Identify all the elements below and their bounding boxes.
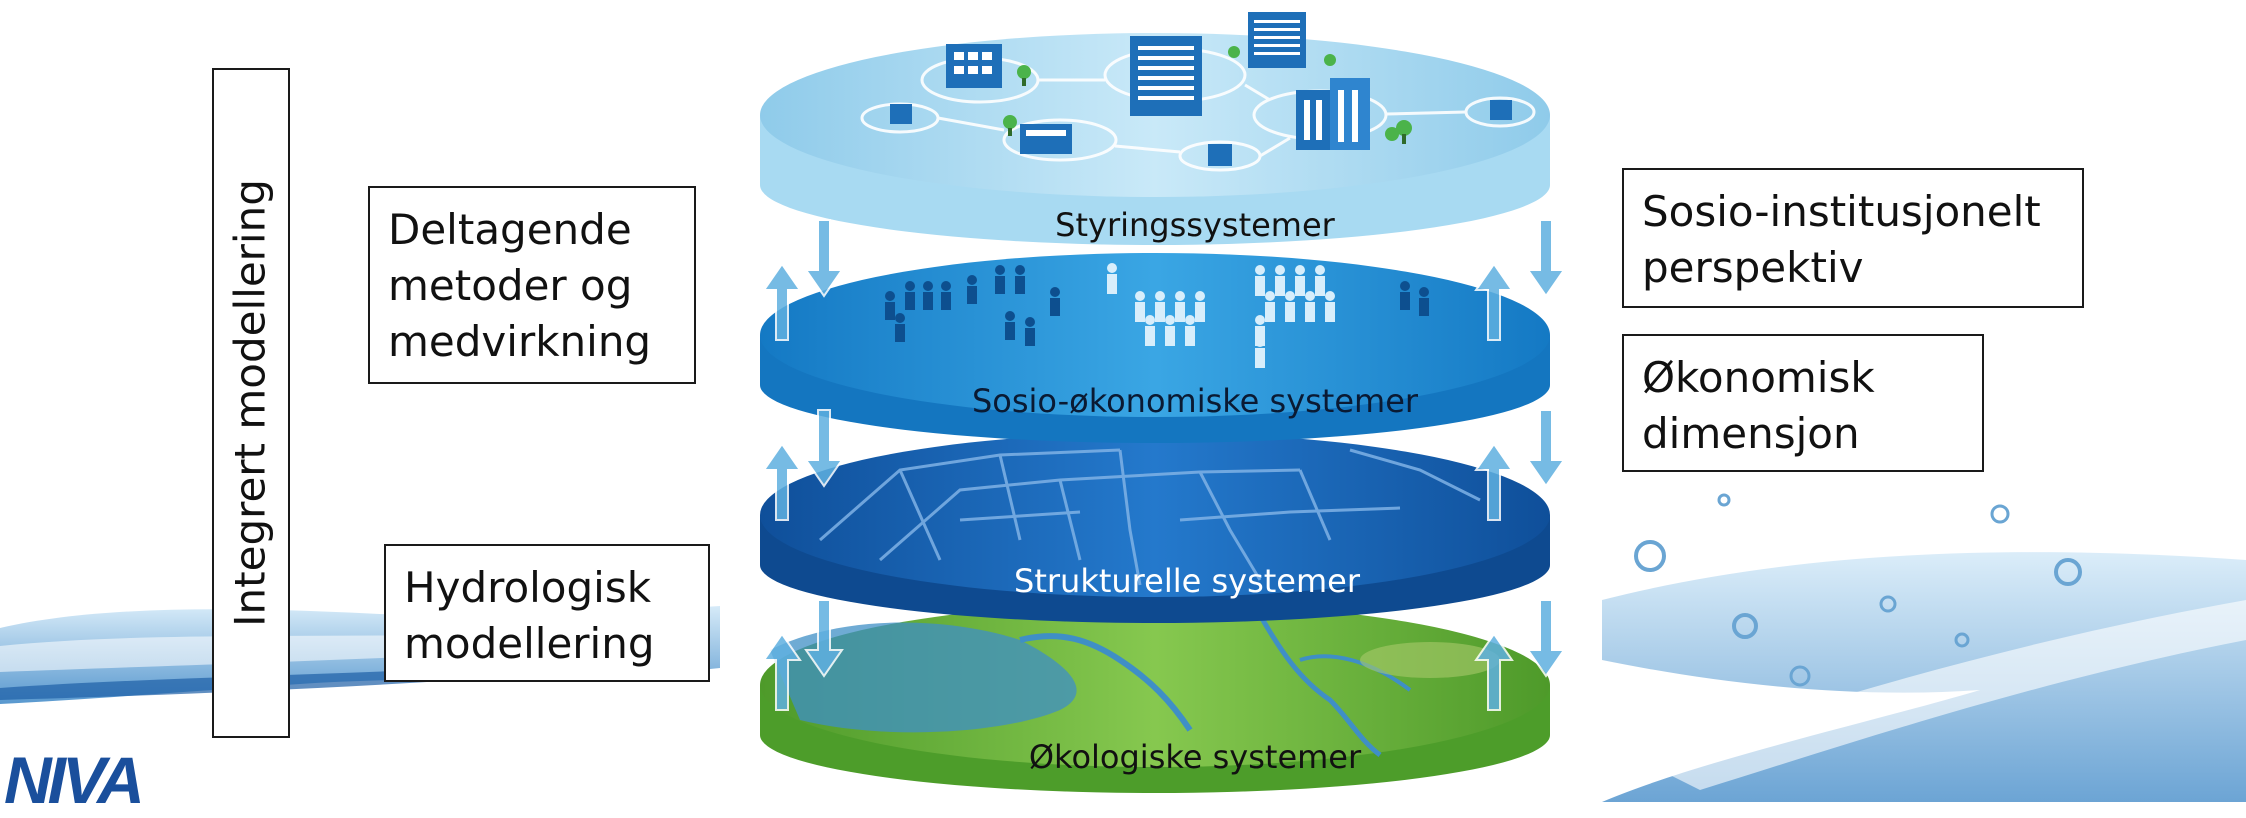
arrow-up-right-2: [1474, 442, 1514, 521]
layer-ecological: [760, 603, 1550, 793]
integrated-modelling-label: Integrert modellering: [225, 179, 275, 627]
socio-institutional-line-2: perspektiv: [1642, 243, 1864, 292]
interaction-arrows: [762, 219, 1566, 711]
economic-dimension-box: Økonomisk dimensjon: [1622, 334, 1984, 472]
layer-socio-economic: [760, 253, 1550, 443]
hydrology-line-1: Hydrologisk: [404, 563, 652, 612]
participatory-line-1: Deltagende: [388, 205, 632, 254]
layer-label-socio-economic: Sosio-økonomiske systemer: [971, 382, 1419, 420]
layer-governance: [760, 12, 1550, 245]
arrow-up-left-1: [762, 262, 802, 341]
participatory-line-3: medvirkning: [388, 317, 652, 366]
layer-label-structural: Strukturelle systemer: [1014, 562, 1360, 600]
hydrology-line-2: modellering: [404, 619, 655, 668]
building-icons: [890, 12, 1512, 166]
arrow-down-left-1: [804, 219, 844, 298]
economic-line-2: dimensjon: [1642, 409, 1860, 458]
arrow-down-left-3: [804, 599, 844, 678]
arrow-down-right-1: [1526, 219, 1566, 298]
integrated-modelling-box: [212, 68, 290, 738]
layer-label-governance: Styringssystemer: [1055, 206, 1335, 244]
socio-institutional-line-1: Sosio-institusjonelt: [1642, 187, 2041, 236]
hydrological-modelling-box: Hydrologisk modellering: [384, 544, 710, 682]
layer-structural: [760, 433, 1550, 623]
layer-label-ecological: Økologiske systemer: [1028, 738, 1362, 776]
arrow-up-left-2: [762, 442, 802, 521]
arrow-up-right-1: [1474, 262, 1514, 341]
socio-institutional-box: Sosio-institusjonelt perspektiv: [1622, 168, 2084, 308]
economic-line-1: Økonomisk: [1642, 353, 1875, 402]
arrow-down-right-2: [1526, 409, 1566, 488]
arrow-down-left-2: [804, 409, 844, 488]
niva-logo: NIVA: [4, 743, 145, 817]
arrow-up-right-3: [1474, 632, 1514, 711]
arrow-up-left-3: [762, 632, 802, 711]
participatory-line-2: metoder og: [388, 261, 633, 310]
water-splash-right: [1602, 493, 2246, 802]
participatory-methods-box: Deltagende metoder og medvirkning: [368, 186, 696, 384]
arrow-down-right-3: [1526, 599, 1566, 678]
